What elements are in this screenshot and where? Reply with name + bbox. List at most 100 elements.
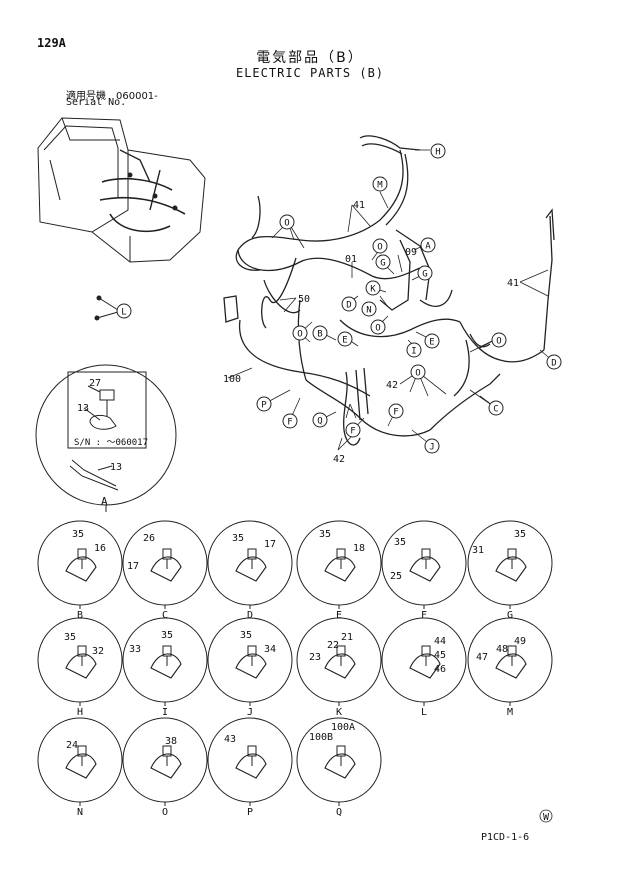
detail-n-part-0: 24 bbox=[66, 740, 78, 751]
svg-text:P: P bbox=[261, 401, 267, 411]
part-41-upper: 41 bbox=[353, 200, 365, 211]
detail-n-label: N bbox=[77, 807, 83, 818]
detail-j: 35 34J bbox=[207, 617, 293, 718]
diagram-labels: 41 41 01 09 50 100 42 42 27 13 S/N : ～06… bbox=[74, 200, 550, 823]
part-41-right: 41 bbox=[507, 278, 519, 289]
callout-b-0: B bbox=[312, 325, 328, 341]
callout-d-0: D bbox=[341, 296, 357, 312]
detail-h-label: H bbox=[77, 707, 83, 718]
detail-d-label: D bbox=[247, 610, 253, 621]
svg-text:M: M bbox=[377, 181, 383, 191]
svg-text:C: C bbox=[493, 405, 498, 415]
detail-a-part-13: 13 bbox=[77, 403, 89, 414]
detail-l: 44 45 46L bbox=[381, 617, 467, 718]
detail-j-label: J bbox=[247, 707, 253, 718]
svg-text:E: E bbox=[342, 336, 347, 346]
svg-text:O: O bbox=[377, 243, 382, 253]
detail-l-label: L bbox=[421, 707, 427, 718]
part-42-lower: 42 bbox=[333, 454, 345, 465]
detail-c-part-0: 26 bbox=[143, 533, 155, 544]
detail-b-part-0: 35 bbox=[72, 529, 84, 540]
callout-o-0: O bbox=[279, 214, 295, 230]
callout-p-0: P bbox=[256, 396, 272, 412]
detail-l-part-0: 44 bbox=[434, 636, 446, 647]
detail-c-part-1: 17 bbox=[127, 561, 139, 572]
detail-b-label: B bbox=[77, 610, 83, 621]
svg-text:O: O bbox=[284, 219, 289, 229]
callout-f-2: F bbox=[345, 422, 361, 438]
callout-o-4: O bbox=[410, 364, 426, 380]
detail-g-label: G bbox=[507, 610, 513, 621]
detail-h-part-0: 35 bbox=[64, 632, 76, 643]
callout-o-1: O bbox=[372, 238, 388, 254]
callout-i-0: I bbox=[406, 342, 422, 358]
callout-g-0: G bbox=[375, 254, 391, 270]
detail-k-label: K bbox=[336, 707, 342, 718]
detail-c: 26 17C bbox=[122, 520, 208, 621]
callout-k-0: K bbox=[365, 280, 381, 296]
svg-text:Q: Q bbox=[317, 417, 322, 427]
detail-p: 43P bbox=[207, 717, 293, 818]
detail-i-part-1: 35 bbox=[161, 630, 173, 641]
callout-e-0: E bbox=[337, 331, 353, 347]
callout-f-0: F bbox=[282, 413, 298, 429]
svg-text:F: F bbox=[350, 427, 355, 437]
callout-o-5: O bbox=[370, 319, 386, 335]
detail-i-label: I bbox=[162, 707, 168, 718]
part-09: 09 bbox=[405, 247, 417, 258]
svg-text:A: A bbox=[425, 242, 431, 252]
callout-h-0: H bbox=[430, 143, 446, 159]
detail-b-part-1: 16 bbox=[94, 543, 106, 554]
detail-a-serial-note: S/N : ～060017 bbox=[74, 438, 148, 448]
svg-text:K: K bbox=[370, 285, 376, 295]
svg-text:O: O bbox=[415, 369, 420, 379]
page-number: 129A bbox=[37, 36, 66, 50]
detail-j-part-1: 34 bbox=[264, 644, 276, 655]
detail-g-part-0: 31 bbox=[472, 545, 484, 556]
svg-text:I: I bbox=[411, 347, 416, 357]
watermark-w: W bbox=[543, 812, 550, 823]
svg-text:F: F bbox=[393, 408, 398, 418]
detail-q-part-0: 100A bbox=[331, 722, 355, 733]
svg-text:B: B bbox=[317, 330, 322, 340]
detail-c-label: C bbox=[162, 610, 168, 621]
detail-a-part-13-tie: 13 bbox=[110, 462, 122, 473]
detail-l-part-2: 46 bbox=[434, 664, 446, 675]
part-50: 50 bbox=[298, 294, 310, 305]
footer-code: P1CD-1-6 bbox=[481, 832, 530, 843]
fastener-group-l bbox=[94, 295, 119, 321]
detail-d-part-0: 35 bbox=[232, 533, 244, 544]
detail-o: 38O bbox=[122, 717, 208, 818]
detail-n: 24N bbox=[37, 717, 123, 818]
detail-a bbox=[35, 364, 177, 512]
detail-m-part-1: 48 bbox=[496, 644, 508, 655]
callout-o-2: O bbox=[491, 332, 507, 348]
detail-k-part-1: 21 bbox=[341, 632, 353, 643]
detail-j-part-0: 35 bbox=[240, 630, 252, 641]
svg-text:G: G bbox=[380, 259, 385, 269]
title-english: ELECTRIC PARTS (B) bbox=[235, 66, 385, 80]
detail-k-part-2: 23 bbox=[309, 652, 321, 663]
detail-g-part-1: 35 bbox=[514, 529, 526, 540]
detail-l-part-1: 45 bbox=[434, 650, 446, 661]
svg-text:L: L bbox=[121, 308, 126, 318]
part-42-upper: 42 bbox=[386, 380, 398, 391]
detail-e-part-1: 18 bbox=[353, 543, 365, 554]
detail-o-part-0: 38 bbox=[165, 736, 177, 747]
callout-q-0: Q bbox=[312, 412, 328, 428]
detail-h-part-1: 32 bbox=[92, 646, 104, 657]
callout-a-0: A bbox=[420, 237, 436, 253]
svg-text:D: D bbox=[551, 359, 556, 369]
part-100: 100 bbox=[223, 374, 241, 385]
detail-a-part-27: 27 bbox=[89, 378, 101, 389]
detail-f-label: F bbox=[421, 610, 427, 621]
callout-j-0: J bbox=[424, 438, 440, 454]
callout-c-0: C bbox=[488, 400, 504, 416]
callout-m-0: M bbox=[372, 176, 388, 192]
detail-f-part-0: 35 bbox=[394, 537, 406, 548]
